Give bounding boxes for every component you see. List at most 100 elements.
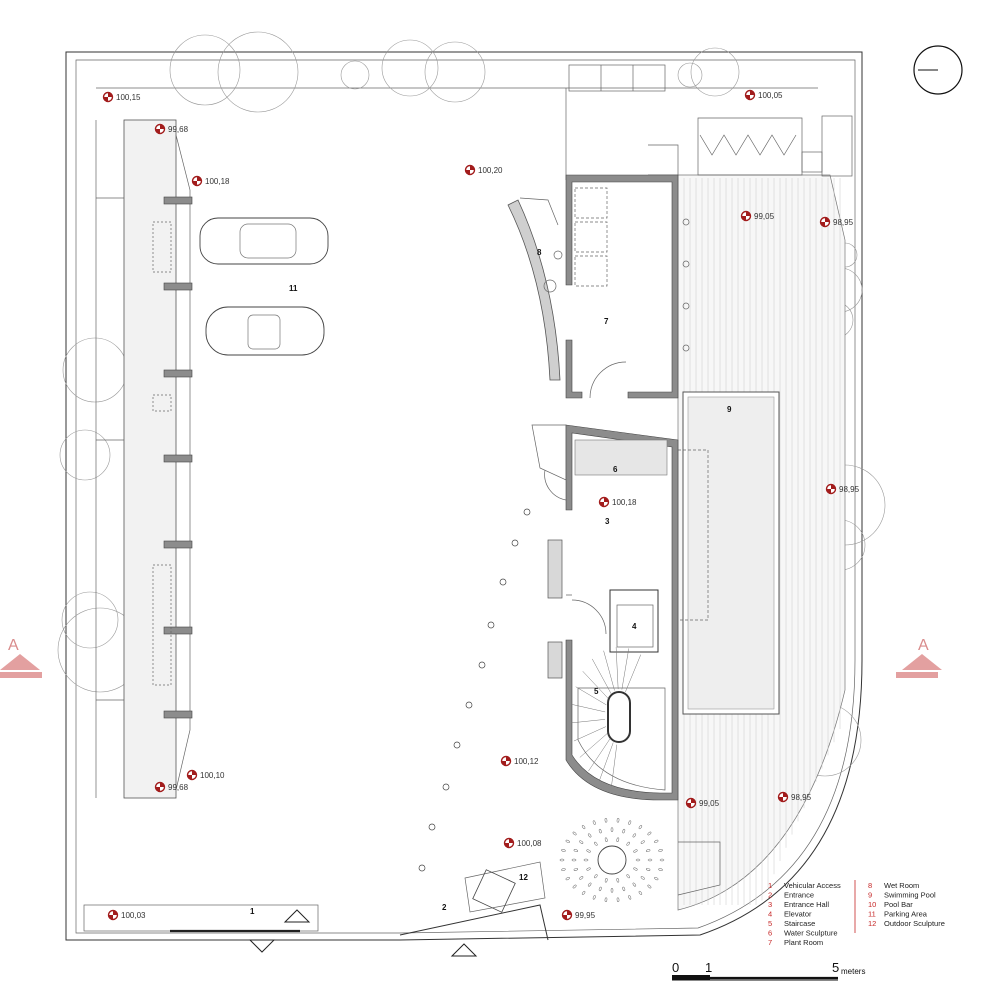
level-value: 100,15 [116,93,141,102]
wet-room-wall [507,197,563,381]
room-number: 11 [289,284,298,293]
level-marker: 99,68 [154,781,189,793]
legend-number: 12 [868,919,876,928]
legend: 1 Vehicular Access 2 Entrance 3 Entrance Hall… [768,880,945,947]
room-number: 7 [604,317,609,326]
site-boundary [65,51,863,941]
level-value: 100,18 [205,177,230,186]
stepping-stone [418,864,426,872]
level-value: 100,08 [517,839,542,848]
legend-number: 2 [768,891,772,900]
sculpture-garden [559,818,665,902]
level-value: 100,03 [121,911,146,920]
level-marker: 98,95 [825,483,860,495]
left-garden-wall [95,119,193,799]
room-number: 2 [442,903,447,912]
legend-item: Plant Room [784,938,823,947]
legend-number: 5 [768,919,772,928]
deck-columns [682,218,690,352]
vehicular-access [83,904,549,957]
car-lower [205,306,325,356]
stepping-stone [478,661,486,669]
section-marker-right: A [896,637,942,678]
legend-item: Vehicular Access [784,881,841,890]
plant-room-block [565,174,679,399]
scale-label-1: 1 [705,960,712,975]
stepping-stone [453,741,461,749]
stepping-stone [465,701,473,709]
legend-item: Pool Bar [884,900,913,909]
legend-item: Entrance [784,891,814,900]
level-marker: 98,95 [777,791,812,803]
level-value: 100,05 [758,91,783,100]
level-marker: 100,18 [191,175,230,187]
level-marker: 100,08 [503,837,542,849]
level-value: 100,20 [478,166,503,175]
parking-bays-top [565,64,666,180]
level-value: 100,10 [200,771,225,780]
level-value: 99,68 [168,125,189,134]
room-number: 4 [632,622,637,631]
level-marker: 100,10 [186,769,225,781]
level-marker: 100,03 [107,909,146,921]
level-marker: 100,18 [598,496,637,508]
level-value: 98,95 [839,485,860,494]
level-value: 99,05 [699,799,720,808]
level-value: 98,95 [791,793,812,802]
level-value: 100,18 [612,498,637,507]
level-marker: 98,95 [819,216,854,228]
north-symbol [913,45,963,95]
room-number: 3 [605,517,610,526]
stepping-stone [511,539,519,547]
legend-number: 7 [768,938,772,947]
legend-number: 8 [868,881,872,890]
level-value: 99,05 [754,212,775,221]
room-number: 9 [727,405,732,414]
scale-unit: meters [841,967,865,976]
level-marker: 99,68 [154,123,189,135]
room-number: 8 [537,248,542,257]
level-value: 99,95 [575,911,596,920]
car-upper [199,217,329,265]
level-marker: 100,12 [500,755,539,767]
swimming-pool [678,391,780,715]
level-marker: 100,20 [464,164,503,176]
level-value: 99,68 [168,783,189,792]
entrance-block [531,424,679,801]
level-marker: 99,05 [740,210,775,222]
legend-number: 3 [768,900,772,909]
svg-text:A: A [8,637,19,654]
level-marker: 100,15 [102,91,141,103]
legend-item: Outdoor Sculpture [884,919,945,928]
legend-number: 6 [768,929,772,938]
level-marker: 100,05 [744,89,783,101]
svg-text:A: A [918,637,929,654]
level-value: 98,95 [833,218,854,227]
scale-bar-solid [672,975,710,980]
stepping-stone [499,578,507,586]
legend-item: Elevator [784,910,812,919]
legend-item: Parking Area [884,910,928,919]
room-number: 5 [594,687,599,696]
level-marker: 99,05 [685,797,720,809]
legend-number: 4 [768,910,772,919]
scale-label-5: 5 [832,960,839,975]
legend-number: 9 [868,891,872,900]
scale-label-0: 0 [672,960,679,975]
legend-item: Swimming Pool [884,891,936,900]
stepping-stone [442,783,450,791]
section-marker-left: A [0,637,42,678]
room-number: 6 [613,465,618,474]
legend-item: Entrance Hall [784,900,829,909]
scale-bar: 0 1 5 meters [672,960,865,981]
legend-item: Wet Room [884,881,919,890]
outdoor-sculpture [464,861,546,913]
stepping-stone [428,823,436,831]
legend-item: Staircase [784,919,815,928]
room-number: 12 [519,873,528,882]
level-marker: 99,95 [561,909,596,921]
legend-number: 1 [768,881,772,890]
stepping-stone [487,621,495,629]
